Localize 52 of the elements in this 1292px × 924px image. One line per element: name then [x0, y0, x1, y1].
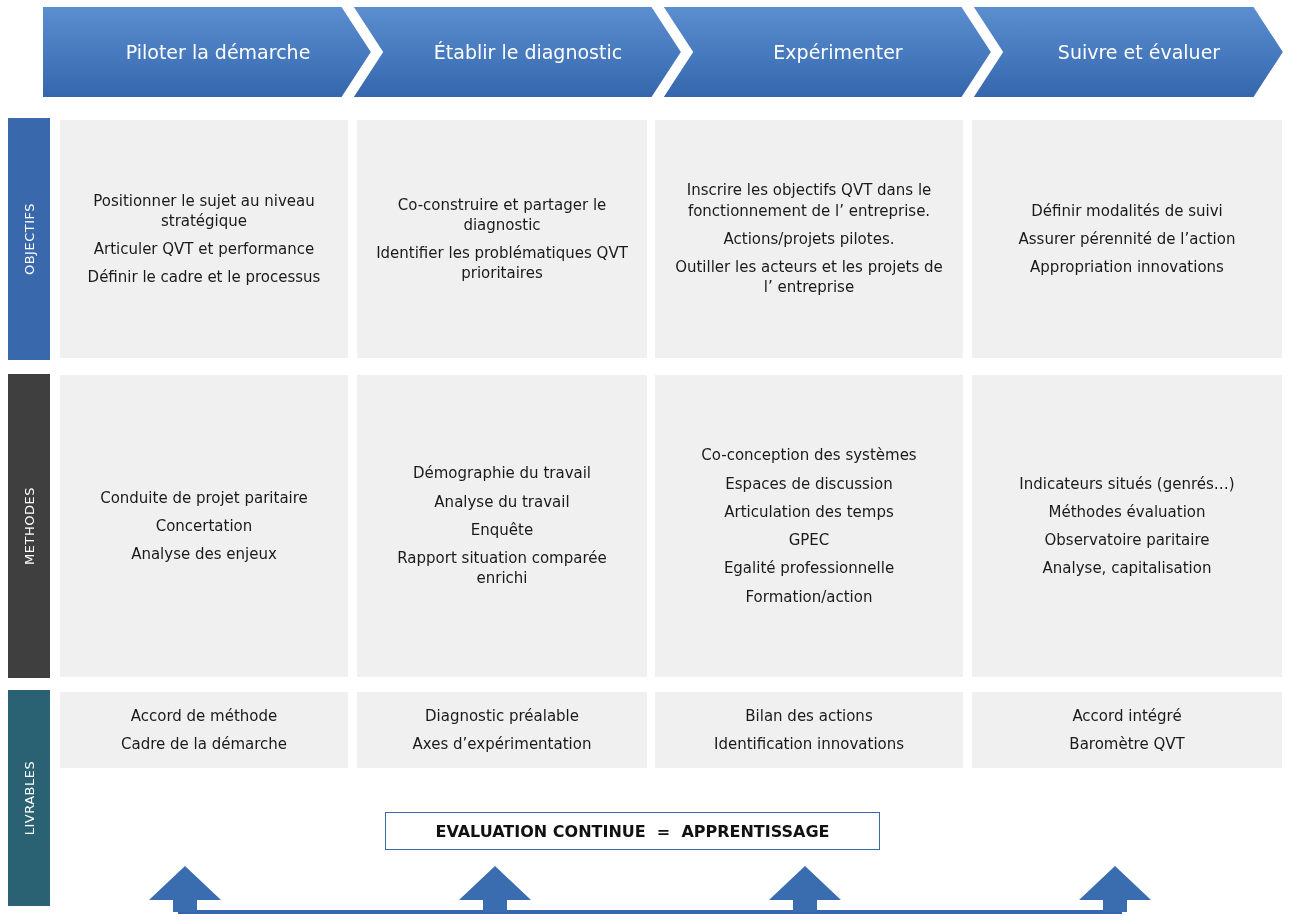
item-text: Articuler QVT et performance: [93, 239, 315, 260]
row-title: METHODES: [21, 487, 37, 565]
item-text: Axes d’expérimentation: [412, 734, 592, 755]
step-title: Établir le diagnostic: [432, 41, 624, 63]
item-text: Concertation: [155, 515, 253, 537]
row-title: LIVRABLES: [21, 760, 37, 836]
item-text: Espaces de discussion: [725, 473, 893, 494]
chevron-banner: [972, 6, 1284, 98]
step-title: Suivre et évaluer: [1056, 41, 1222, 63]
item-text: Co-conception des systèmes: [701, 445, 917, 466]
item-text: Formation/action: [745, 586, 873, 607]
item-text: Egalité professionnelle: [723, 558, 895, 579]
item-text: Cadre de la démarche: [120, 734, 287, 755]
item-text: Assurer pérennité de l’action: [1018, 228, 1236, 250]
chevron-banner: [42, 6, 372, 98]
row-header: [8, 374, 50, 678]
item-text: Outiller les acteurs et les projets de l’ entreprise: [674, 257, 944, 298]
highlight-box: [385, 812, 880, 850]
step-title: Piloter la démarche: [124, 41, 312, 63]
item-text: Appropriation innovations: [1030, 257, 1224, 278]
item-text: Baromètre QVT: [1069, 734, 1185, 755]
chevron-banner: [662, 6, 992, 98]
item-text: Bilan des actions: [745, 705, 873, 726]
row-header: [8, 118, 50, 360]
item-text: Articulation des temps: [724, 501, 894, 522]
item-text: Enquête: [470, 519, 534, 541]
item-text: Identification innovations: [713, 734, 905, 755]
item-text: Démographie du travail: [412, 463, 592, 484]
item-text: Observatoire paritaire: [1044, 530, 1210, 551]
chevron-banner: [352, 6, 682, 98]
item-text: Actions/projets pilotes.: [723, 228, 895, 250]
item-text: Rapport situation comparée enrichi: [396, 548, 608, 589]
item-text: Méthodes évaluation: [1048, 501, 1206, 522]
row-header: [8, 690, 50, 906]
item-text: Identifier les problématiques QVT prioritaires: [375, 243, 629, 284]
item-text: Co-construire et partager le diagnostic: [396, 194, 608, 235]
step-title: Expérimenter: [772, 41, 904, 63]
banner-text: EVALUATION CONTINUE = APPRENTISSAGE: [435, 821, 830, 841]
row-title: OBJECTIFS: [21, 202, 37, 276]
item-text: Analyse, capitalisation: [1042, 558, 1212, 579]
item-text: Définir le cadre et le processus: [87, 267, 321, 288]
item-text: Définir modalités de suivi: [1031, 200, 1223, 221]
item-text: Accord de méthode: [130, 705, 278, 726]
item-text: Analyse des enjeux: [131, 544, 277, 565]
item-text: GPEC: [788, 530, 830, 551]
item-text: Indicateurs situés (genrés…): [1019, 473, 1235, 494]
item-text: Conduite de projet paritaire: [100, 487, 308, 508]
item-text: Positionner le sujet au niveau stratégique: [92, 190, 316, 231]
item-text: Diagnostic préalable: [424, 705, 580, 726]
item-text: Analyse du travail: [434, 491, 570, 512]
item-text: Accord intégré: [1072, 705, 1182, 726]
item-text: Inscrire les objectifs QVT dans le fonctionnement de l’ entreprise.: [685, 180, 933, 221]
